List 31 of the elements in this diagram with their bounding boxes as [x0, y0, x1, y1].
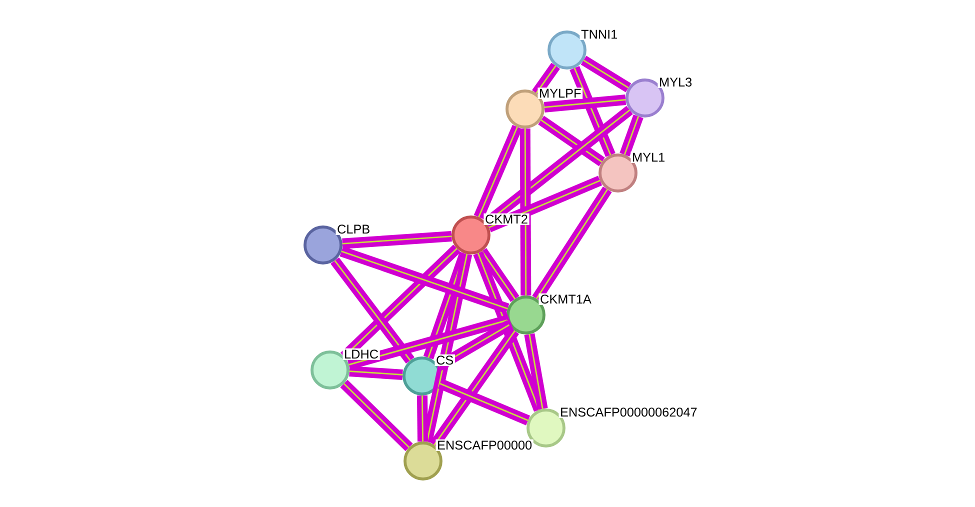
interaction-line: [532, 186, 612, 302]
interaction-line: [532, 62, 560, 96]
interaction-line: [570, 66, 616, 158]
node-label: CKMT2: [484, 213, 530, 225]
node-label: MYLPF: [538, 88, 583, 99]
interaction-line: [544, 94, 626, 112]
interaction-line: [340, 246, 510, 314]
interaction-line: [620, 114, 644, 156]
interaction-line: [486, 176, 602, 232]
interaction-line: [330, 257, 414, 364]
interaction-line: [340, 380, 413, 452]
interaction-line: [538, 116, 605, 166]
interaction-line: [416, 395, 428, 442]
interaction-line: [349, 366, 403, 380]
node-label: TNNI1: [580, 28, 619, 40]
node-label: MYL3: [658, 76, 694, 88]
node-label: CKMT1A: [538, 293, 593, 305]
node-label: CLPB: [336, 223, 372, 235]
node-label: ENSCAFP00000062047: [558, 406, 699, 418]
interaction-line: [436, 320, 512, 371]
interaction-line: [342, 231, 452, 249]
interaction-line: [580, 56, 632, 92]
node-label: CS: [434, 354, 455, 366]
interaction-line: [474, 124, 522, 220]
interaction-line: [430, 328, 520, 448]
node-label: LDHC: [342, 348, 380, 360]
interaction-line: [520, 128, 532, 296]
interaction-line: [438, 378, 530, 426]
interaction-line: [524, 333, 548, 410]
node-label: MYL1: [630, 152, 666, 163]
node-label: ENSCAFP00000: [436, 439, 534, 451]
